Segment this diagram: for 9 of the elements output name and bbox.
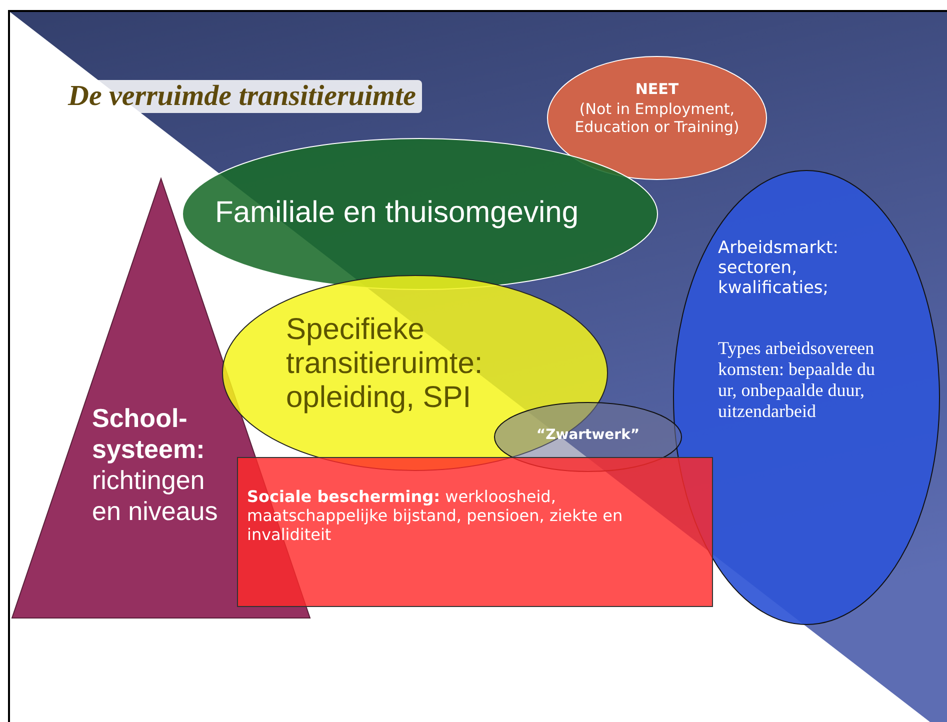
rectangle-label: Sociale bescherming: werkloosheid, maatschappelijke bijstand, pensioen, ziekte en invaliditeit — [247, 487, 624, 544]
oval-label: Familiale en thuisomgeving — [215, 196, 580, 230]
oval-label: Arbeidsmarkt: sectoren, kwalificaties; — [718, 238, 840, 298]
triangle-label: School-systeem: richtingen en niveaus — [92, 403, 218, 527]
oval-label: Specifieke transitieruimte: opleiding, SPI — [286, 313, 484, 415]
oval-label: “Zwartwerk” — [535, 427, 641, 443]
oval-label: Types arbeidsovereenkomsten: bepaalde duur, onbepaalde duur, uitzendarbeid — [718, 338, 876, 422]
oval-label: (Not in Employment, Education or Training) — [574, 100, 740, 136]
oval-label: NEET — [634, 80, 680, 98]
